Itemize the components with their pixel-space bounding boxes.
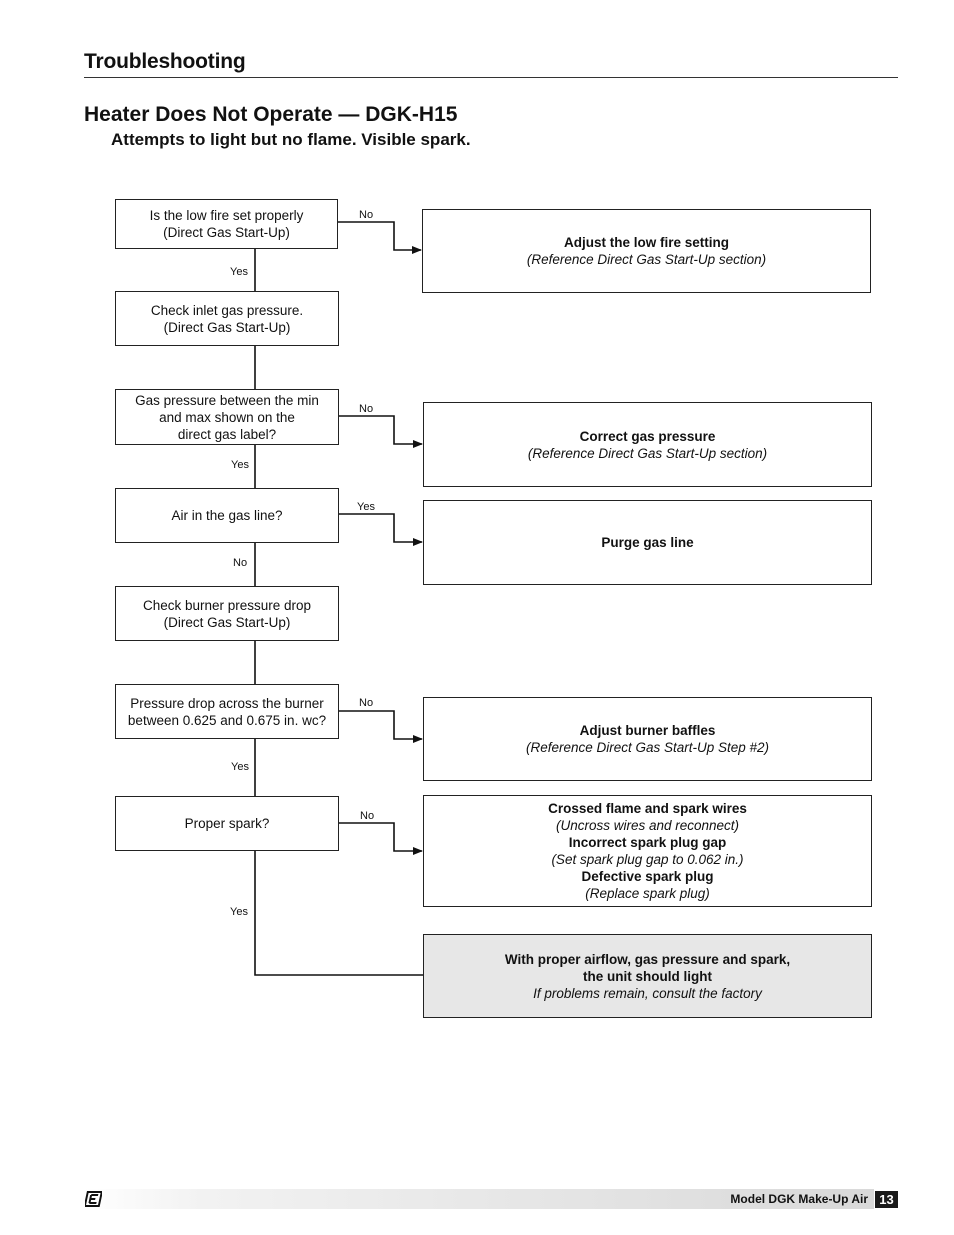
result-spark-problems: Crossed flame and spark wires (Uncross w…: [423, 795, 872, 907]
result-spark-plug-gap: Incorrect spark plug gap: [568, 835, 727, 850]
question-proper-spark-text: Proper spark?: [184, 816, 270, 831]
label-q3-no: No: [359, 403, 374, 415]
label-q7-yes: Yes: [230, 906, 248, 918]
result-final-note: If problems remain, consult the factory: [533, 985, 762, 1001]
question-gas-pressure-range: Gas pressure between the min and max sho…: [115, 389, 339, 445]
label-q1-yes: Yes: [230, 266, 248, 278]
result-adjust-burner-baffles: Adjust burner baffles (Reference Direct …: [423, 697, 872, 781]
question-low-fire-line2: (Direct Gas Start-Up): [163, 225, 290, 240]
result-spark-plug-gap-note: (Set spark plug gap to 0.062 in.): [551, 852, 744, 867]
result-unit-should-light: With proper airflow, gas pressure and sp…: [423, 934, 872, 1018]
result-spark-defective-plug-note: (Replace spark plug): [585, 886, 710, 901]
result-spark-crossed-wires-note: (Uncross wires and reconnect): [555, 818, 740, 833]
question-pressure-drop: Pressure drop across the burner between …: [115, 684, 339, 739]
question-air-in-line: Air in the gas line?: [115, 488, 339, 543]
step-check-inlet-pressure-line1: Check inlet gas pressure.: [150, 302, 304, 318]
step-check-inlet-pressure-line2: (Direct Gas Start-Up): [163, 319, 291, 335]
footer-model-name: Model DGK Make-Up Air: [730, 1192, 868, 1206]
header-rule: [84, 77, 898, 78]
question-low-fire-line1: Is the low fire set properly: [149, 208, 304, 223]
page-subtitle: Attempts to light but no flame. Visible …: [111, 130, 471, 149]
result-correct-gas-pressure-note: (Reference Direct Gas Start-Up section): [527, 445, 768, 461]
question-gas-pressure-line3: direct gas label?: [177, 426, 277, 442]
result-purge-gas-line-title: Purge gas line: [601, 535, 694, 550]
page-number: 13: [875, 1191, 898, 1208]
label-q1-no: No: [359, 209, 374, 221]
label-q7-no: No: [360, 810, 375, 822]
connector-q7-final: [254, 850, 423, 976]
label-q3-yes: Yes: [231, 459, 249, 471]
page-title: Heater Does Not Operate — DGK-H15: [84, 103, 458, 126]
result-final-line1: With proper airflow, gas pressure and sp…: [504, 951, 791, 967]
label-q4-yes: Yes: [357, 501, 375, 513]
label-q4-no: No: [233, 557, 248, 569]
arrow-q3-no: [338, 415, 423, 448]
arrow-q4-yes: [338, 513, 423, 546]
question-proper-spark: Proper spark?: [115, 796, 339, 851]
arrow-q6-no: [338, 710, 423, 743]
footer-bar: [84, 1189, 874, 1209]
step-check-burner-pressure: Check burner pressure drop (Direct Gas S…: [115, 586, 339, 641]
question-low-fire: Is the low fire set properly (Direct Gas…: [115, 199, 338, 249]
question-gas-pressure-line2: and max shown on the: [159, 409, 295, 425]
question-pressure-drop-line2: between 0.625 and 0.675 in. wc?: [127, 712, 327, 728]
question-pressure-drop-line1: Pressure drop across the burner: [130, 695, 324, 711]
result-adjust-burner-baffles-title: Adjust burner baffles: [579, 723, 716, 738]
result-spark-defective-plug: Defective spark plug: [581, 869, 714, 884]
result-adjust-low-fire: Adjust the low fire setting (Reference D…: [422, 209, 871, 293]
step-check-burner-pressure-line2: (Direct Gas Start-Up): [163, 614, 291, 630]
arrow-q7-no: [338, 822, 423, 855]
label-q6-no: No: [359, 697, 374, 709]
label-q6-yes: Yes: [231, 761, 249, 773]
arrow-q1-no: [338, 221, 422, 254]
result-correct-gas-pressure: Correct gas pressure (Reference Direct G…: [423, 402, 872, 487]
result-adjust-low-fire-note: (Reference Direct Gas Start-Up section): [526, 252, 767, 267]
step-check-burner-pressure-line1: Check burner pressure drop: [142, 597, 312, 613]
result-adjust-low-fire-title: Adjust the low fire setting: [563, 235, 729, 250]
section-title: Troubleshooting: [84, 50, 246, 73]
question-air-in-line-text: Air in the gas line?: [171, 508, 283, 523]
company-logo-icon: [85, 1191, 102, 1207]
result-correct-gas-pressure-title: Correct gas pressure: [579, 428, 716, 444]
step-check-inlet-pressure: Check inlet gas pressure. (Direct Gas St…: [115, 291, 339, 346]
question-gas-pressure-line1: Gas pressure between the min: [135, 392, 319, 408]
result-spark-crossed-wires: Crossed flame and spark wires: [548, 801, 747, 816]
result-purge-gas-line: Purge gas line: [423, 500, 872, 585]
result-final-line2: the unit should light: [583, 968, 712, 984]
result-adjust-burner-baffles-note: (Reference Direct Gas Start-Up Step #2): [525, 740, 770, 755]
